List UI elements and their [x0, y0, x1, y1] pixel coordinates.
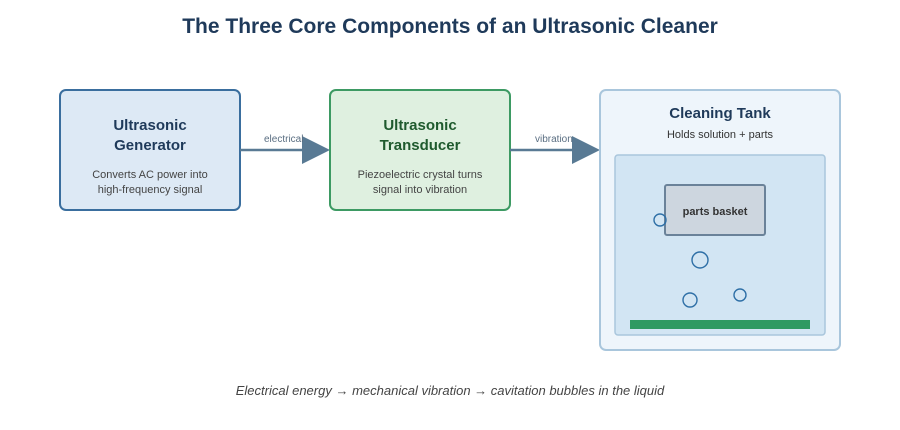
parts-basket [664, 184, 766, 236]
parts-basket-label: parts basket [683, 206, 748, 218]
tank-liquid [614, 154, 826, 336]
generator-title-line2: Generator [114, 137, 186, 154]
cavitation-bubble [682, 292, 698, 308]
diagram-caption: Electrical energy → mechanical vibration… [236, 383, 665, 398]
transducer-node: Ultrasonic Transducer Piezoelectric crys… [329, 89, 511, 211]
generator-title-line1: Ultrasonic [113, 117, 186, 134]
arrow-head-2 [572, 136, 600, 164]
transducer-desc-line2: signal into vibration [373, 184, 467, 196]
diagram-title: The Three Core Components of an Ultrason… [182, 15, 718, 38]
tank-node: Cleaning Tank Holds solution + parts par… [599, 89, 841, 351]
arrow-head-1 [302, 136, 330, 164]
transducer-plate [630, 320, 810, 329]
transducer-title-line1: Ultrasonic [383, 117, 456, 134]
tank-subtitle: Holds solution + parts [667, 129, 774, 141]
generator-node: Ultrasonic Generator Converts AC power i… [59, 89, 241, 211]
edge-label-electrical: electrical [264, 134, 303, 145]
edge-transducer-tank: vibration [510, 134, 600, 164]
edge-label-vibration: vibration [535, 134, 573, 145]
generator-desc-line2: high-frequency signal [98, 184, 203, 196]
tank-title: Cleaning Tank [669, 105, 771, 122]
cavitation-bubble [733, 288, 747, 302]
edge-generator-transducer: electrical [240, 134, 330, 164]
generator-desc-line1: Converts AC power into [92, 169, 208, 181]
cavitation-bubble [691, 251, 709, 269]
transducer-desc-line1: Piezoelectric crystal turns [358, 169, 483, 181]
cavitation-bubble [653, 213, 667, 227]
transducer-title-line2: Transducer [380, 137, 461, 154]
